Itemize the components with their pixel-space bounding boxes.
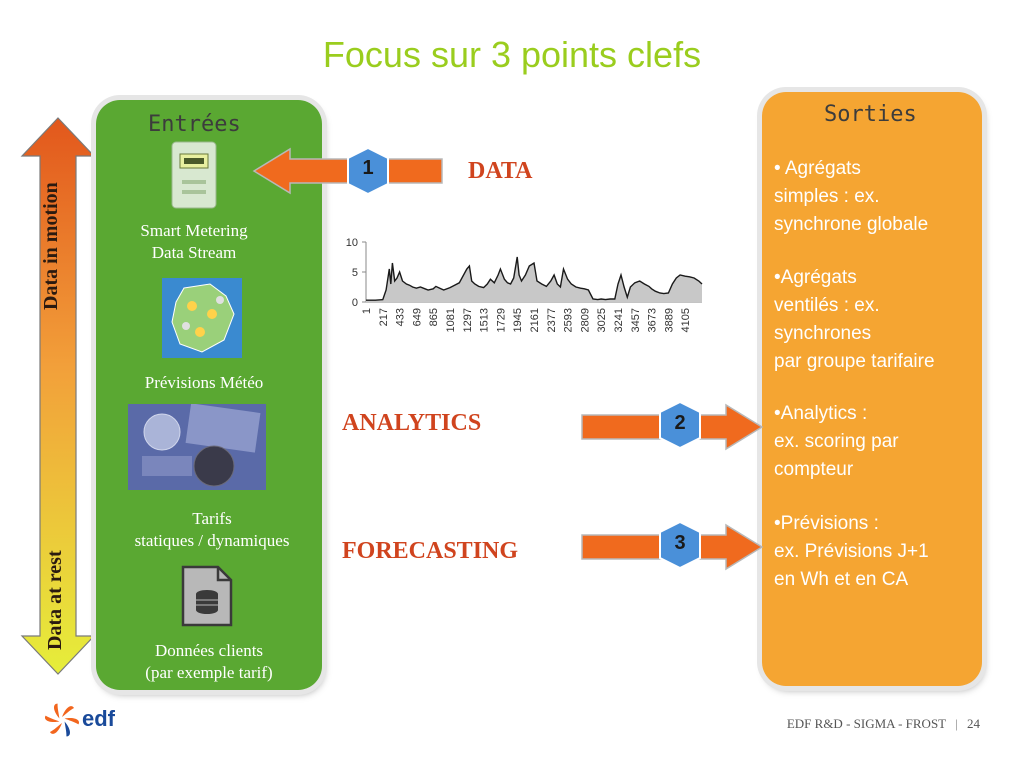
flow-label-analytics: ANALYTICS	[342, 410, 482, 436]
sorties-block-1: • Agrégats simples : ex. synchrone globa…	[774, 158, 929, 235]
x-tick-label-13: 2809	[579, 308, 591, 332]
y-tick-label-0: 0	[352, 297, 358, 309]
sorties-block-4: •Prévisions : ex. Prévisions J+1 en Wh e…	[774, 513, 929, 590]
page-number: 24	[967, 716, 980, 731]
motion-rest-double-arrow	[20, 117, 96, 675]
x-tick-label-14: 3025	[596, 308, 608, 332]
load-curve-chart: 0 5 10 1 217 433 649 865 1081 1297 1513 1729 1945 216…	[346, 237, 703, 332]
smart-metering-label: Smart Metering Data Stream	[140, 221, 248, 262]
x-tick-label-2: 433	[395, 308, 407, 326]
badge-1-number: 1	[362, 157, 374, 179]
sorties-block-2: •Agrégats ventilés : ex. synchrones par …	[774, 267, 935, 372]
tarifs-label: Tarifs statiques / dynamiques	[134, 509, 290, 550]
flow-label-forecasting: FORECASTING	[342, 538, 519, 564]
badge-1-icon	[347, 146, 389, 196]
edf-logo-text: edf	[82, 706, 115, 731]
x-tick-label-3: 649	[411, 308, 423, 326]
sorties-title: Sorties	[824, 102, 917, 127]
data-at-rest-label: Data at rest	[44, 550, 66, 650]
x-tick-label-16: 3457	[630, 308, 642, 332]
x-tick-label-18: 3889	[663, 308, 675, 332]
x-tick-label-12: 2593	[563, 308, 575, 332]
x-tick-label-19: 4105	[680, 308, 692, 332]
series-line	[366, 256, 703, 301]
database-file-icon	[181, 565, 233, 627]
x-tick-label-8: 1729	[495, 308, 507, 332]
x-tick-label-0: 1	[361, 308, 373, 314]
badge-2-icon	[659, 400, 701, 450]
x-tick-label-17: 3673	[647, 308, 659, 332]
x-tick-label-10: 2161	[529, 308, 541, 332]
edf-logo-icon	[45, 703, 79, 737]
x-tick-label-1: 217	[378, 308, 390, 326]
sorties-panel	[762, 92, 982, 686]
footer-credit: EDF R&D - SIGMA - FROST | 24	[786, 716, 980, 731]
series-area	[366, 257, 702, 302]
y-tick-label-2: 10	[346, 237, 358, 249]
x-tick-label-6: 1297	[462, 308, 474, 332]
x-tick-label-11: 2377	[546, 308, 558, 332]
y-tick-label-1: 5	[352, 267, 358, 279]
badge-2-number: 2	[674, 412, 686, 434]
flow-label-data: DATA	[468, 158, 533, 184]
weather-map-icon	[162, 278, 242, 358]
smart-meter-icon	[171, 141, 217, 209]
page-title: Focus sur 3 points clefs	[322, 34, 702, 75]
badge-3-number: 3	[674, 532, 686, 554]
x-tick-label-9: 1945	[512, 308, 524, 332]
badge-3-icon	[659, 520, 701, 570]
entrees-title: Entrées	[148, 112, 241, 137]
x-tick-label-5: 1081	[445, 308, 457, 332]
previsions-meteo-label: Prévisions Météo	[144, 373, 264, 392]
sorties-block-3: •Analytics : ex. scoring par compteur	[774, 403, 899, 480]
data-in-motion-label: Data in motion	[40, 182, 62, 310]
x-tick-label-4: 865	[428, 308, 440, 326]
x-tick-label-7: 1513	[479, 308, 491, 332]
donnees-clients-label: Données clients (par exemple tarif)	[145, 641, 273, 682]
x-tick-label-15: 3241	[613, 308, 625, 332]
tariff-photo-icon	[128, 404, 266, 490]
